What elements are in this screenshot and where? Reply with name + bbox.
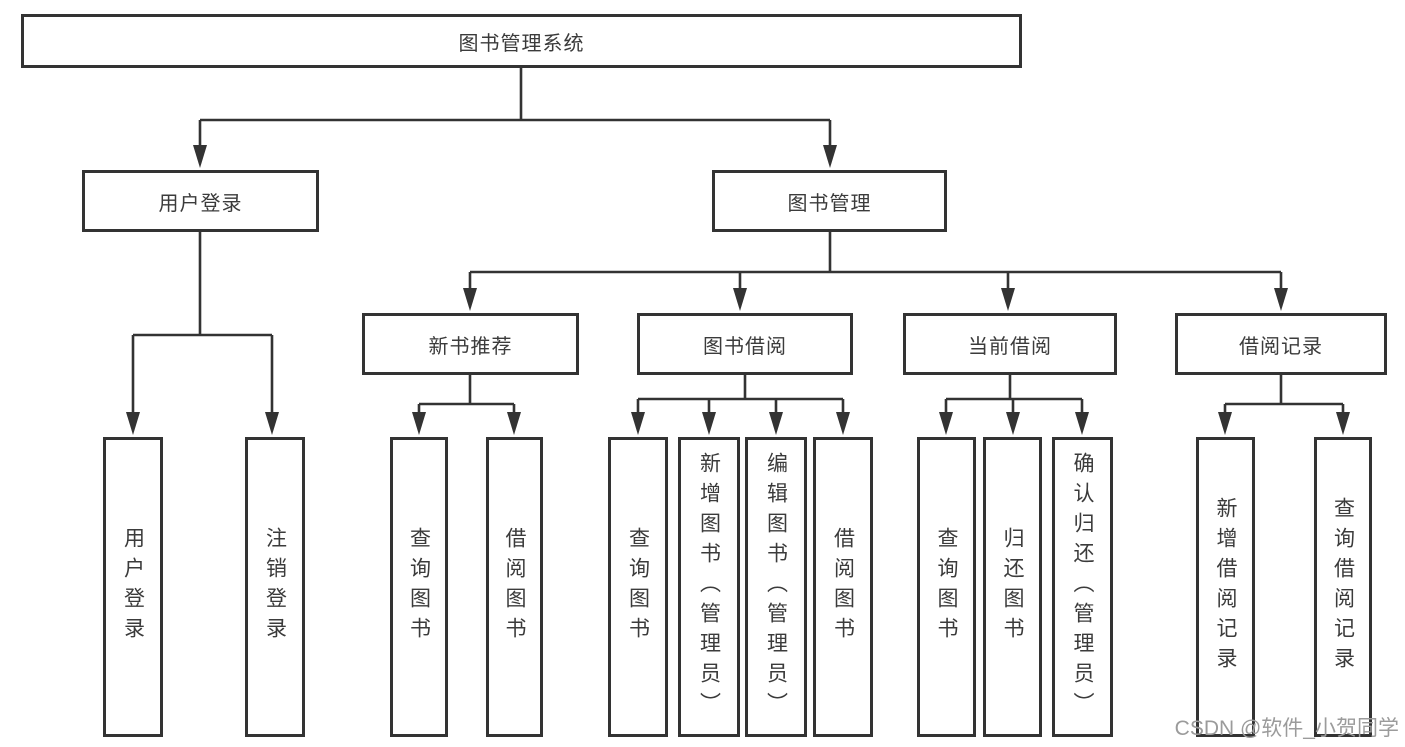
leaf-query-books-borrow: 查询图书 [608, 437, 668, 737]
arrowhead-icons [126, 145, 1350, 435]
leaf-add-borrow-record: 新增借阅记录 [1196, 437, 1255, 737]
node-label: 当前借阅 [968, 335, 1052, 358]
node-label: 图书借阅 [703, 335, 787, 358]
node-new-book-recommend: 新书推荐 [362, 313, 579, 375]
leaf-confirm-return-admin: 确认归还（管理员） [1052, 437, 1113, 737]
leaf-edit-book-admin: 编辑图书（管理员） [745, 437, 807, 737]
node-label: 用户登录 [158, 192, 243, 215]
node-root: 图书管理系统 [21, 14, 1022, 68]
leaf-user-login: 用户登录 [103, 437, 163, 737]
leaf-query-borrow-record: 查询借阅记录 [1314, 437, 1372, 737]
node-borrow-records: 借阅记录 [1175, 313, 1387, 375]
leaf-add-book-admin: 新增图书（管理员） [678, 437, 740, 737]
leaf-return-book: 归还图书 [983, 437, 1042, 737]
node-current-borrow: 当前借阅 [903, 313, 1117, 375]
node-book-management: 图书管理 [712, 170, 947, 232]
node-label: 图书管理系统 [458, 32, 585, 55]
node-label: 新书推荐 [428, 335, 513, 358]
watermark: CSDN @软件_小贺同学 [1174, 717, 1399, 740]
node-book-borrow: 图书借阅 [637, 313, 853, 375]
leaf-query-books-rec: 查询图书 [390, 437, 448, 737]
leaf-logout: 注销登录 [245, 437, 305, 737]
node-label: 图书管理 [787, 192, 872, 215]
leaf-borrow-books-rec: 借阅图书 [486, 437, 543, 737]
node-user-login: 用户登录 [82, 170, 319, 232]
leaf-borrow-books: 借阅图书 [813, 437, 873, 737]
node-label: 借阅记录 [1239, 335, 1323, 358]
leaf-query-books-current: 查询图书 [917, 437, 976, 737]
